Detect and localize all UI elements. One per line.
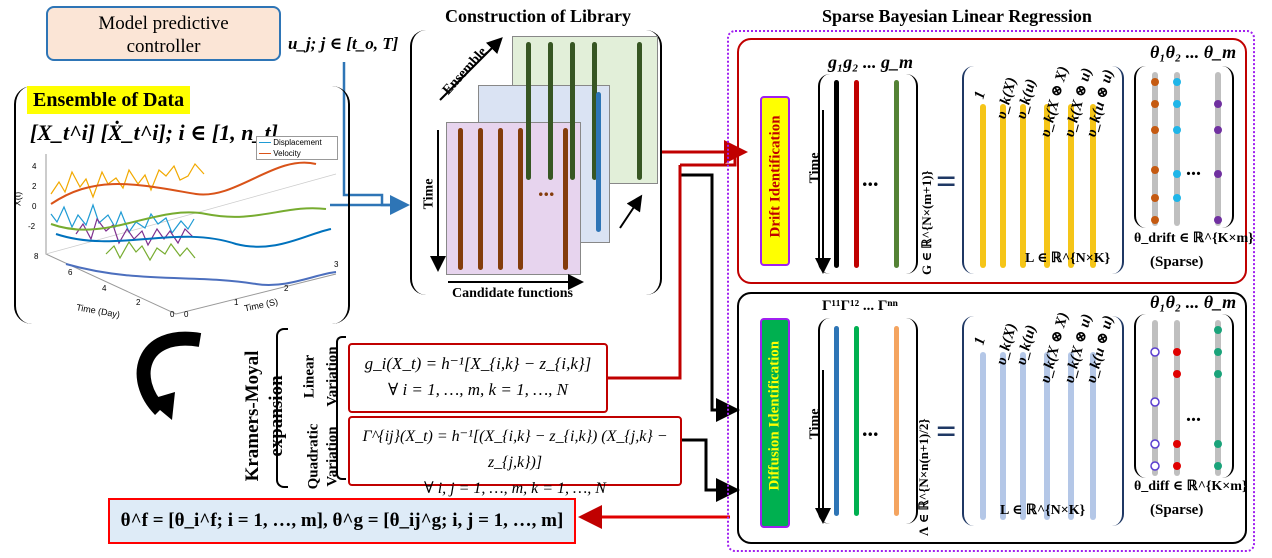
plot-tick-z-2: 0 xyxy=(32,202,37,211)
km-inner-bracket xyxy=(336,336,346,480)
drift-sparse: (Sparse) xyxy=(1150,254,1204,270)
ensemble-plot-svg xyxy=(45,154,337,315)
drift-theta-header: θ₁θ₂ ... θ_m xyxy=(1150,42,1237,62)
ensemble-formula: [X_t^i] [Ẋ_t^i]; i ∈ [1, n_t] xyxy=(30,120,278,145)
plot-tick-s-0: 0 xyxy=(184,310,189,319)
plot-tick-s-3: 3 xyxy=(334,260,339,269)
mpc-label-line2: controller xyxy=(126,36,201,57)
drift-g-header: g₁g₂ ... g_m xyxy=(828,52,914,72)
km-title-line1: Kramers-Moyal xyxy=(242,350,263,482)
library-panel-front xyxy=(446,122,581,275)
library-candidate-label: Candidate functions xyxy=(452,286,573,301)
library-to-diffusion-arrow xyxy=(680,173,740,422)
quad-eq-connector xyxy=(680,438,740,502)
sbl-panel xyxy=(727,30,1255,552)
linear-eq-line1: g_i(X_t) = h⁻¹[X_{i,k} − z_{i,k}] xyxy=(364,354,592,373)
drift-theta-dots-text: ... xyxy=(1186,158,1201,180)
diffusion-label-box xyxy=(760,318,790,528)
drift-L-label: L ∈ ℝ^{N×K} xyxy=(1025,251,1111,266)
linear-eq-connector xyxy=(608,165,682,380)
linear-eq-line2: ∀ i = 1, …, m, k = 1, …, N xyxy=(387,380,569,399)
diffusion-Lambda-bracket xyxy=(818,318,918,524)
diffusion-L-label: L ∈ ℝ^{N×K} xyxy=(1000,503,1086,518)
legend-velocity: Velocity xyxy=(273,149,301,158)
plot-tick-day-3: 2 xyxy=(136,298,141,307)
plot-tick-day-1: 6 xyxy=(68,268,73,277)
diffusion-L-bracket xyxy=(962,316,1124,526)
plot-tick-day-0: 8 xyxy=(34,252,39,261)
plot-tick-day-2: 4 xyxy=(102,284,107,293)
sbl-title: Sparse Bayesian Linear Regression xyxy=(822,6,1092,26)
linear-eq-box: g_i(X_t) = h⁻¹[X_{i,k} − z_{i,k}] ∀ i = … xyxy=(348,343,608,413)
drift-G-bracket xyxy=(818,74,918,274)
drift-L-bracket xyxy=(962,66,1124,274)
library-dots: ... xyxy=(538,176,555,201)
legend-displacement: Displacement xyxy=(273,138,322,147)
drift-theta-bracket xyxy=(1134,66,1234,228)
diffusion-dots: ... xyxy=(862,416,879,441)
diffusion-gamma-header: Γ¹¹Γ¹² ... Γⁿⁿ xyxy=(822,298,898,314)
plot-tick-z-0: 4 xyxy=(32,162,37,171)
plot-tick-z-1: 2 xyxy=(32,182,37,191)
result-box: θ^f = [θ_i^f; i = 1, …, m], θ^g = [θ_ij^… xyxy=(108,498,576,544)
drift-dots: ... xyxy=(862,166,879,191)
plot-tick-s-2: 2 xyxy=(284,284,289,293)
drift-panel xyxy=(737,38,1247,284)
diffusion-theta-dots-text: ... xyxy=(1186,404,1201,426)
diffusion-sparse: (Sparse) xyxy=(1150,502,1204,518)
mpc-label-line1: Model predictive xyxy=(98,13,229,34)
drift-theta-label: θ_drift ∈ ℝ^{K×m} xyxy=(1134,231,1254,246)
ensemble-title: Ensemble of Data xyxy=(27,86,191,114)
quad-eq-line2: ∀ i, j = 1, …, m, k = 1, …, N xyxy=(424,480,606,497)
diffusion-panel xyxy=(737,292,1247,544)
plot-tick-s-1: 1 xyxy=(234,298,239,307)
diffusion-theta-bracket xyxy=(1134,314,1234,478)
curved-arrow xyxy=(136,331,202,415)
result-text: θ^f = [θ_i^f; i = 1, …, m], θ^g = [θ_ij^… xyxy=(120,510,564,531)
ensemble-bracket xyxy=(14,86,350,324)
drift-label-box xyxy=(760,96,790,266)
mpc-box: Model predictive controller xyxy=(46,6,281,61)
diffusion-theta-label: θ_diff ∈ ℝ^{K×m} xyxy=(1134,479,1248,494)
quad-eq-box: Γ^{ij}(X_t) = h⁻¹[(X_{i,k} − z_{i,k}) (X… xyxy=(348,416,682,497)
plot-legend: Displacement Velocity xyxy=(256,136,338,160)
drift-equals: = xyxy=(936,161,957,201)
mpc-input-label: u_j; j ∈ [t_o, T] xyxy=(288,34,399,53)
ensemble-plot: Displacement Velocity X(t) Time (Day) Ti… xyxy=(12,134,346,322)
library-title: Construction of Library xyxy=(445,6,631,26)
plot-tick-z-3: -2 xyxy=(28,222,36,231)
km-linear-line1: Linear xyxy=(301,354,318,399)
quad-eq-line1: Γ^{ij}(X_t) = h⁻¹[(X_{i,k} − z_{i,k}) (X… xyxy=(362,428,668,471)
library-bracket xyxy=(410,30,662,295)
diffusion-theta-header: θ₁θ₂ ... θ_m xyxy=(1150,292,1237,312)
km-bracket xyxy=(276,328,288,488)
km-quad-line1: Quadratic xyxy=(305,423,322,490)
plot-tick-day-4: 0 xyxy=(170,310,175,319)
diffusion-equals: = xyxy=(936,411,957,451)
